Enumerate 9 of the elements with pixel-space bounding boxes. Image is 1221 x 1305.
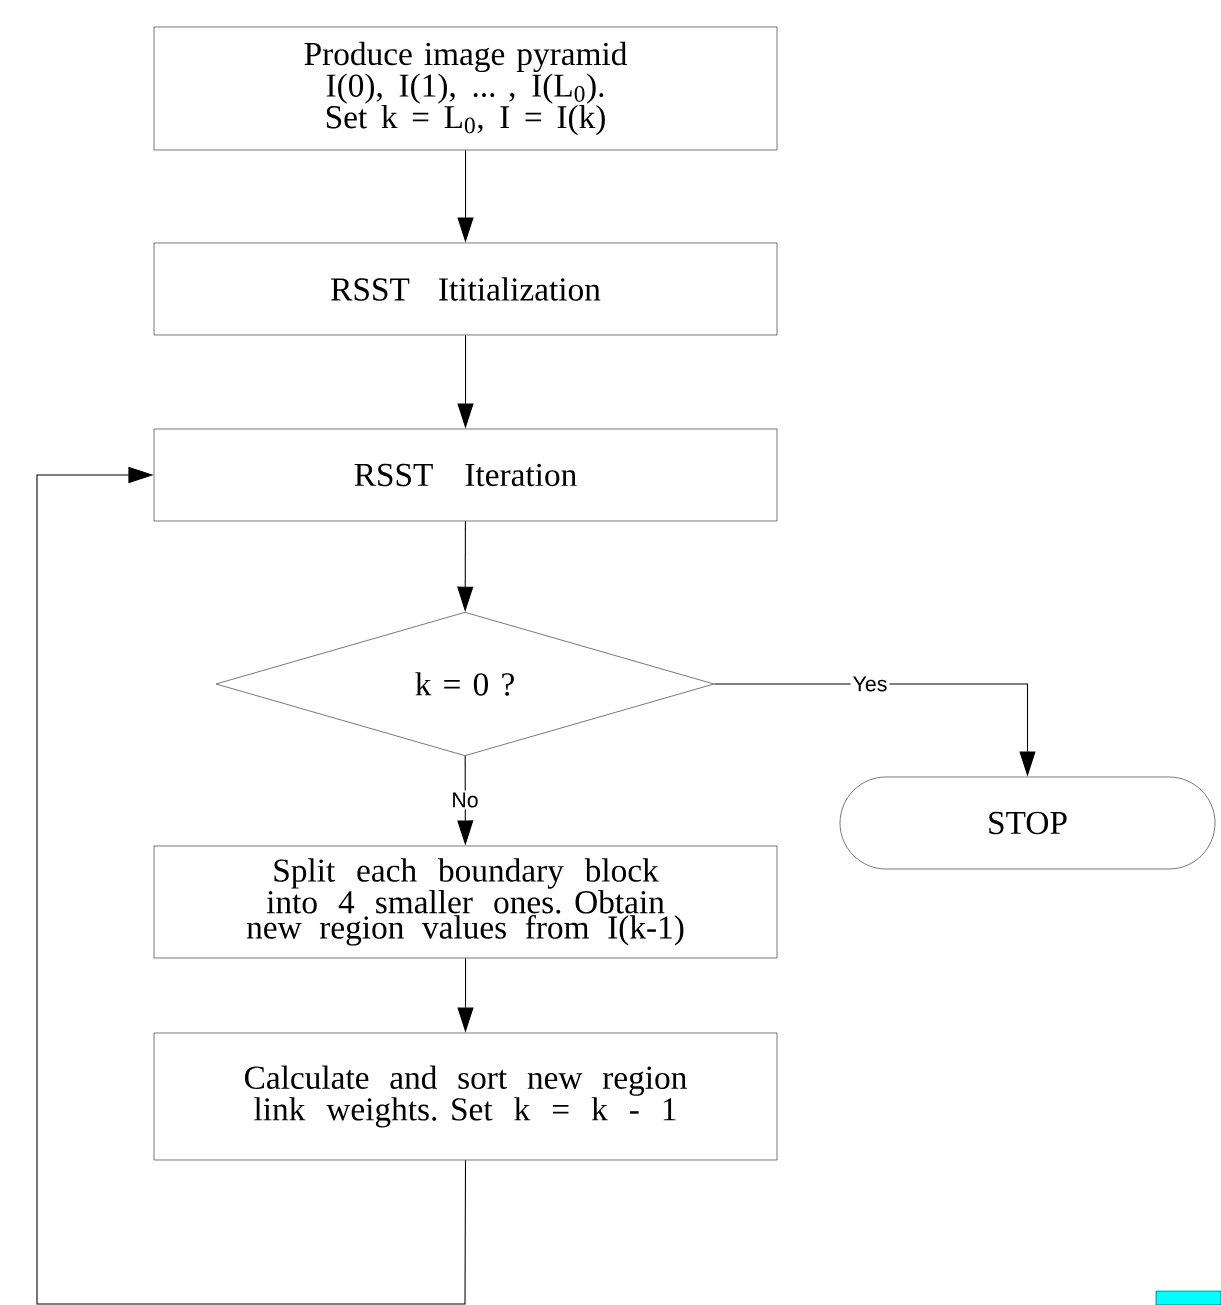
process-box: Split each boundary block into 4 smaller ones. Obtain new region values from I(k-1) bbox=[153, 845, 778, 959]
process-box: RSST Ititialization bbox=[153, 242, 778, 336]
process-box: RSST Iteration bbox=[153, 428, 778, 522]
terminal-box: STOP bbox=[839, 776, 1216, 870]
process-box: Produce image pyramid I(0), I(1), ... , I(L$_{0}$). Set k = L$_{0}$, I = I(k) bbox=[153, 26, 778, 151]
edge-label: Yes bbox=[850, 674, 890, 694]
arrow bbox=[36, 466, 467, 1305]
edge-label: No bbox=[449, 790, 481, 810]
process-box: Calculate and sort new region link weights. Set k = k - 1 bbox=[153, 1032, 778, 1161]
